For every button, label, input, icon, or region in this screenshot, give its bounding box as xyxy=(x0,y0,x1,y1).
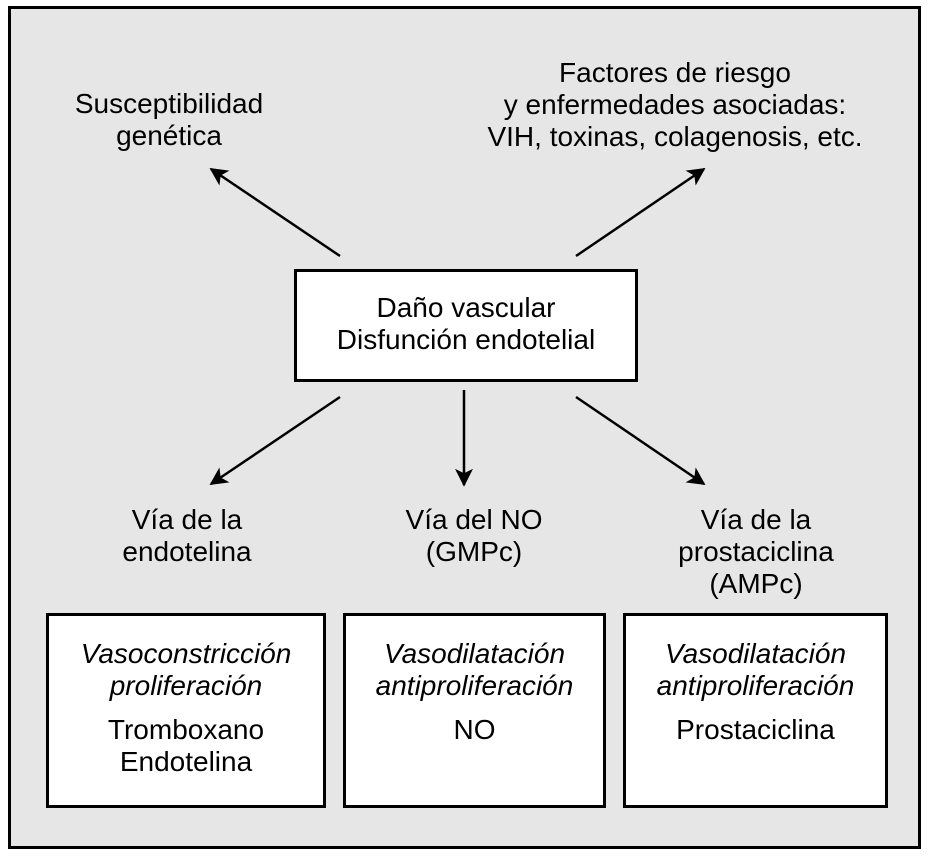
vascular-damage-line1: Daño vascular xyxy=(376,292,556,323)
endothelin-pathway-line2: endotelina xyxy=(122,536,252,567)
prostacyclin-item: Prostaciclina xyxy=(676,714,835,745)
antiproliferation-effect: antiproliferación xyxy=(375,670,574,701)
vasodilation-effect: Vasodilatación xyxy=(664,638,847,669)
vasoconstriction-box: Vasoconstricción proliferación Tromboxan… xyxy=(46,613,326,808)
proliferation-effect: proliferación xyxy=(109,670,263,701)
susceptibility-label: Susceptibilidad genética xyxy=(34,88,304,152)
arrow-to-prostacyclin-pathway xyxy=(575,395,706,486)
arrow-to-risk-factors xyxy=(575,167,706,258)
vasodilation-prostacyclin-box: Vasodilatación antiproliferación Prostac… xyxy=(623,613,888,808)
risk-factors-line2: y enfermedades asociadas: xyxy=(503,89,847,120)
no-pathway-line2: (GMPc) xyxy=(425,536,523,567)
vasodilation-no-box: Vasodilatación antiproliferación NO xyxy=(343,613,606,808)
risk-factors-label: Factores de riesgo y enfermedades asocia… xyxy=(440,57,910,153)
endothelin-item: Endotelina xyxy=(119,746,253,777)
no-pathway-label: Vía del NO (GMPc) xyxy=(344,504,604,568)
prostacyclin-pathway-line1: Vía de la xyxy=(700,504,812,535)
vascular-damage-box: Daño vascular Disfunción endotelial xyxy=(294,269,638,382)
antiproliferation-effect: antiproliferación xyxy=(656,670,855,701)
susceptibility-line2: genética xyxy=(116,120,222,151)
endothelial-dysfunction-line: Disfunción endotelial xyxy=(336,324,596,355)
arrow-to-endothelin-pathway xyxy=(209,395,341,486)
risk-factors-line1: Factores de riesgo xyxy=(559,57,791,88)
prostacyclin-pathway-line3: (AMPc) xyxy=(709,568,803,599)
prostacyclin-pathway-label: Vía de la prostaciclina (AMPc) xyxy=(624,504,888,600)
no-item: NO xyxy=(453,714,496,745)
vasodilation-effect: Vasodilatación xyxy=(383,638,566,669)
no-pathway-line1: Vía del NO xyxy=(405,504,543,535)
endothelin-pathway-label: Vía de la endotelina xyxy=(60,504,314,568)
arrow-to-susceptibility xyxy=(209,167,341,258)
susceptibility-line1: Susceptibilidad xyxy=(74,88,264,119)
prostacyclin-pathway-line2: prostaciclina xyxy=(678,536,834,567)
thromboxane-item: Tromboxano xyxy=(107,714,265,745)
vasoconstriction-effect: Vasoconstricción xyxy=(80,638,292,669)
endothelin-pathway-line1: Vía de la xyxy=(131,504,243,535)
risk-factors-line3: VIH, toxinas, colagenosis, etc. xyxy=(487,121,863,152)
